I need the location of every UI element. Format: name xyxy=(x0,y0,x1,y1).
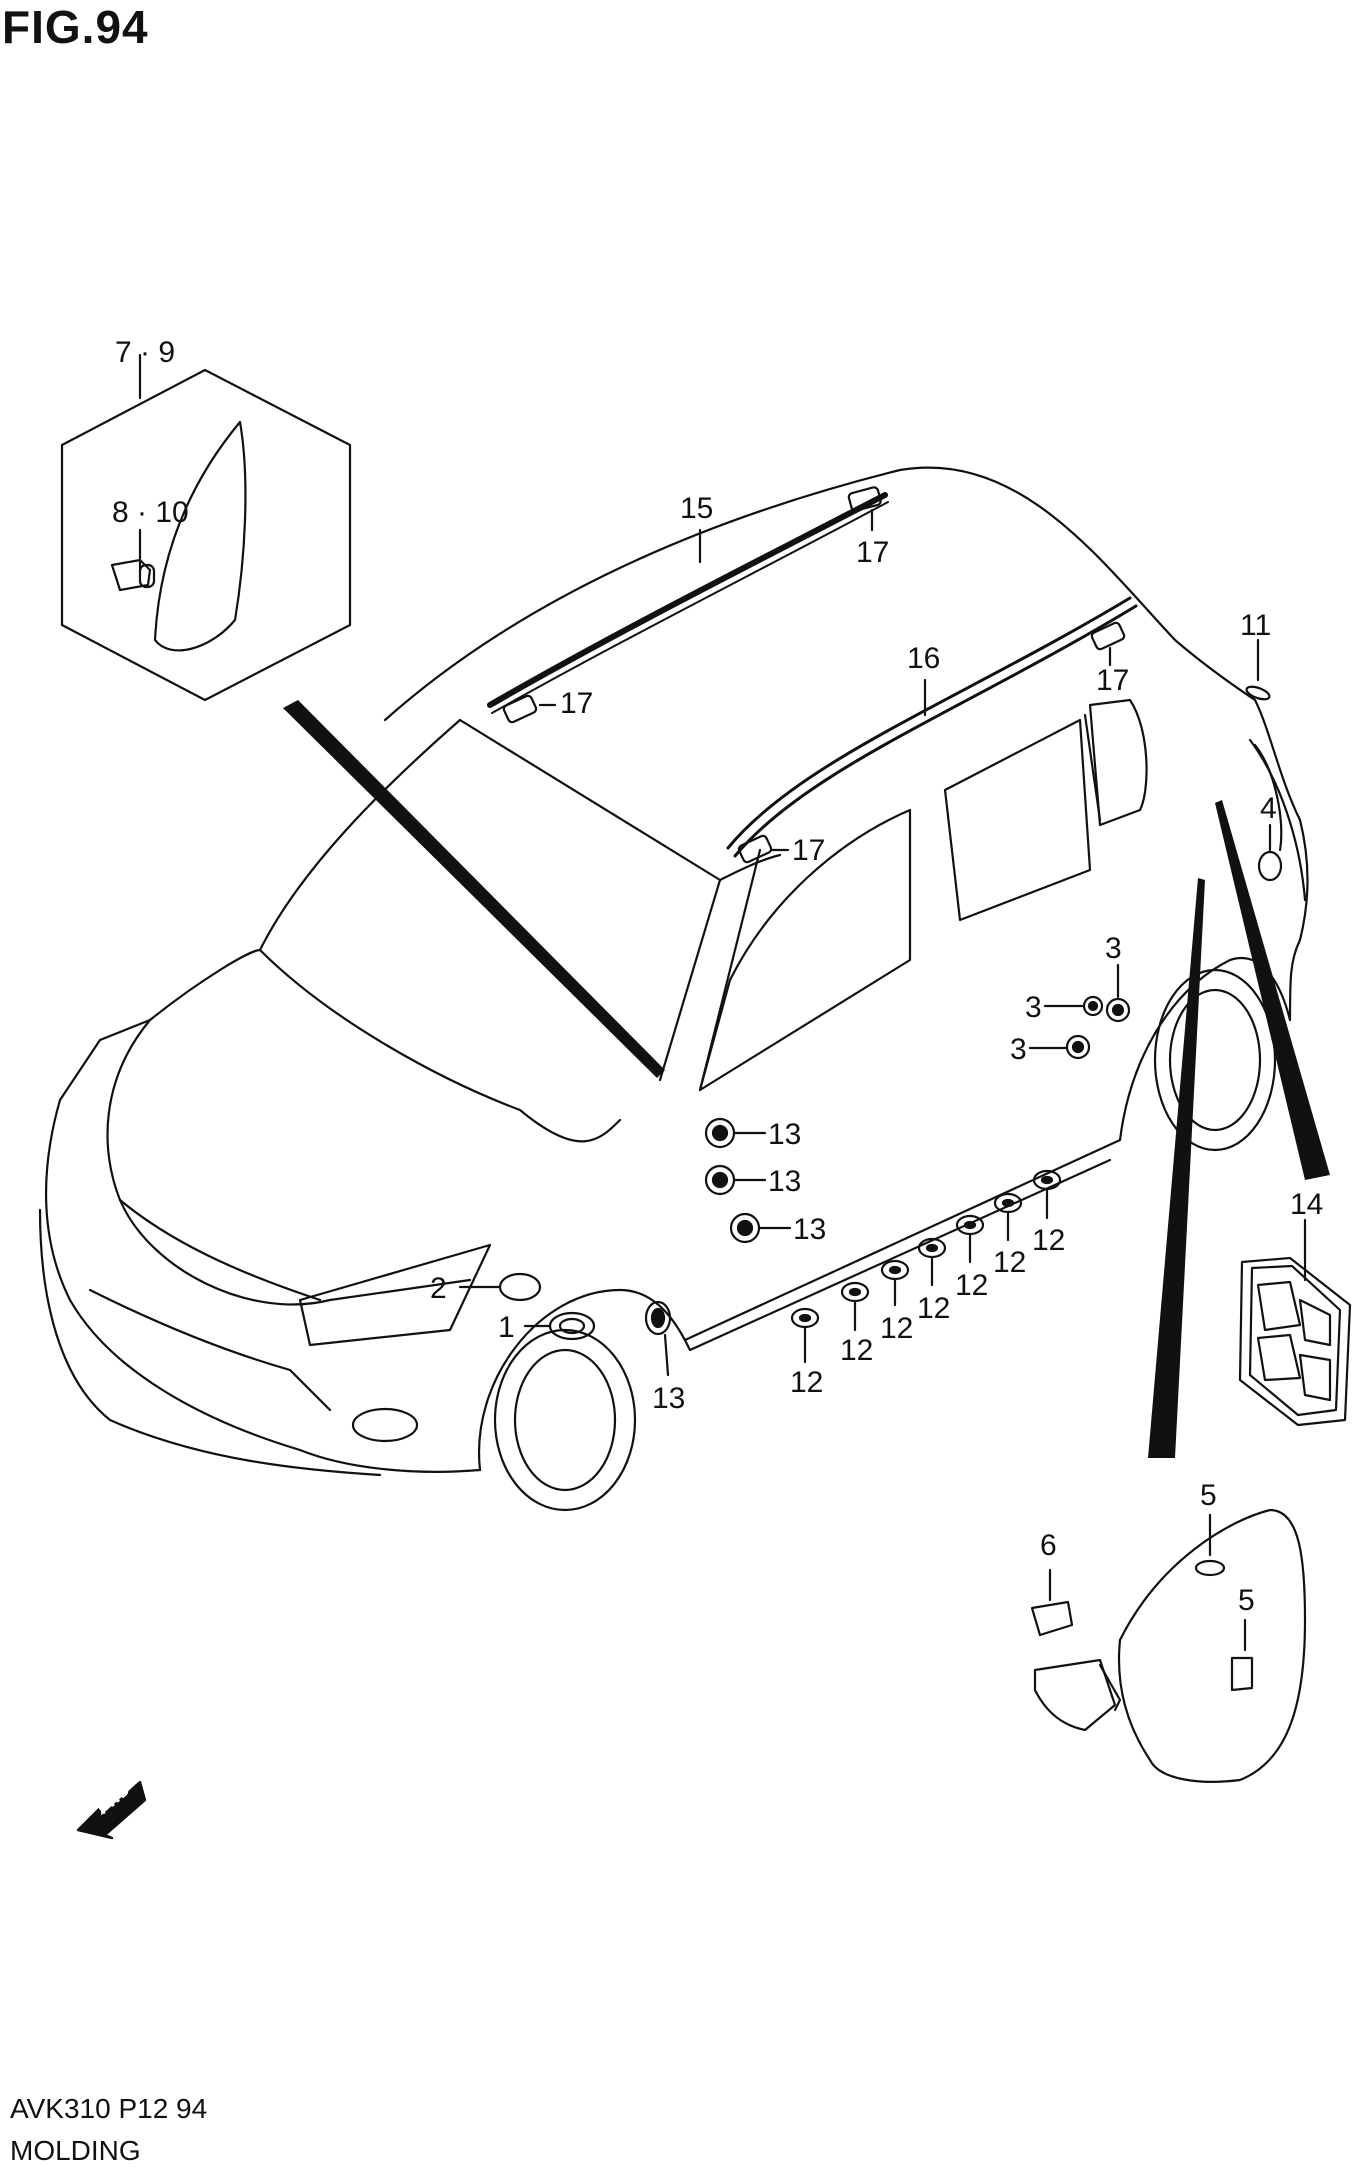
callout-7-9: 7 · 9 xyxy=(115,336,175,369)
clips-17 xyxy=(502,486,1126,864)
figure-title: FIG.94 xyxy=(2,1,149,53)
callout-12-a: 12 xyxy=(790,1366,823,1399)
clips-12 xyxy=(790,1169,1062,1364)
car-body-outline xyxy=(38,466,1309,1512)
callout-12-c: 12 xyxy=(880,1312,913,1345)
callout-3-b: 3 xyxy=(1025,991,1042,1024)
callout-11: 11 xyxy=(1240,609,1271,642)
callout-2: 2 xyxy=(430,1272,447,1305)
callout-17-a: 17 xyxy=(856,536,889,569)
callout-14: 14 xyxy=(1290,1188,1323,1221)
callout-4: 4 xyxy=(1260,792,1277,825)
small-parts xyxy=(458,638,1352,1783)
callout-12-b: 12 xyxy=(840,1334,873,1367)
figure-code: AVK310 P12 94 xyxy=(10,2093,208,2124)
callout-13-a: 13 xyxy=(768,1118,801,1151)
callout-17-c: 17 xyxy=(560,687,593,720)
callout-12-f: 12 xyxy=(993,1246,1026,1279)
hexagon-inset xyxy=(60,353,352,702)
callout-12-g: 12 xyxy=(1032,1224,1065,1257)
callout-13-b: 13 xyxy=(768,1165,801,1198)
callout-15: 15 xyxy=(680,492,713,525)
callout-16: 16 xyxy=(907,642,940,675)
callout-12-e: 12 xyxy=(955,1269,988,1302)
callout-5-a: 5 xyxy=(1200,1479,1217,1512)
callout-12-d: 12 xyxy=(917,1292,950,1325)
callout-8-10: 8 · 10 xyxy=(112,496,189,529)
callout-labels: 7 · 9 8 · 10 15 17 17 17 17 16 11 4 3 3 … xyxy=(112,336,1323,1617)
callout-13-c: 13 xyxy=(793,1213,826,1246)
callout-17-d: 17 xyxy=(792,834,825,867)
roof-molding-15 xyxy=(487,492,889,714)
vent-grille-14 xyxy=(1238,1218,1352,1427)
callout-17-b: 17 xyxy=(1096,664,1129,697)
callout-1: 1 xyxy=(498,1311,515,1344)
fuel-lid xyxy=(1030,1508,1307,1783)
callout-6: 6 xyxy=(1040,1529,1057,1562)
callout-13-d: 13 xyxy=(652,1382,685,1415)
pointer-wedges xyxy=(283,700,1330,1458)
callout-3-c: 3 xyxy=(1010,1033,1027,1066)
fwd-arrow-badge: FWD xyxy=(76,1780,147,1840)
figure-name: MOLDING xyxy=(10,2135,141,2166)
callout-5-b: 5 xyxy=(1238,1584,1255,1617)
callout-3-a: 3 xyxy=(1105,932,1122,965)
roof-molding-16 xyxy=(726,596,1138,858)
